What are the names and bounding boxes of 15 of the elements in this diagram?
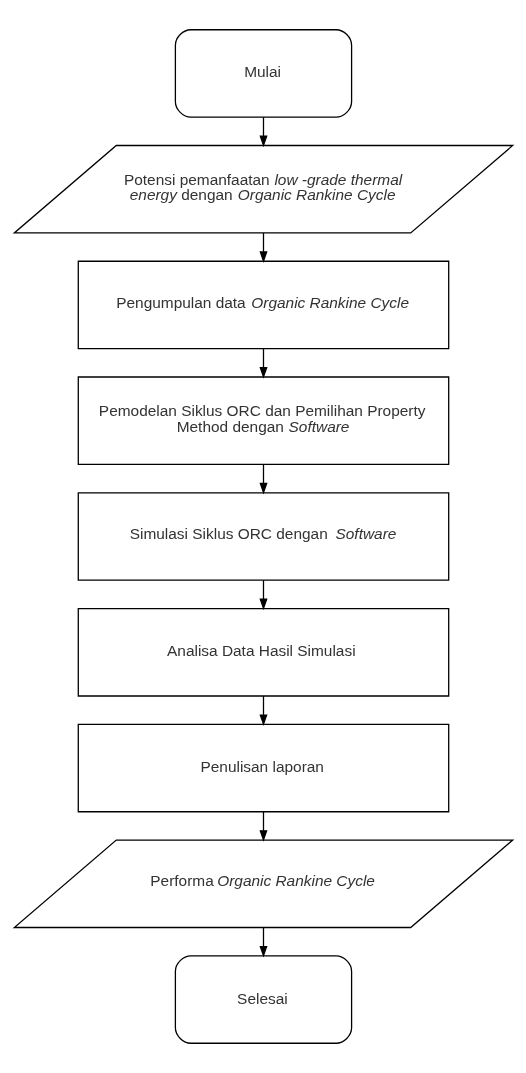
- node-box: Selesai: [174, 955, 352, 1044]
- arrow: [258, 463, 268, 495]
- arrow: [258, 116, 268, 148]
- node-box: Analisa Data Hasil Simulasi: [77, 607, 449, 697]
- arrow: [258, 811, 268, 842]
- node-box: Mulai: [174, 29, 352, 118]
- arrow: [258, 579, 268, 611]
- arrow: [258, 348, 268, 379]
- arrow: [258, 926, 268, 958]
- arrow: [258, 232, 268, 263]
- node-box: Penulisan laporan: [77, 723, 449, 813]
- arrow: [258, 695, 268, 726]
- node-box: Simulasi Siklus ORC dengan Software: [77, 492, 449, 581]
- node-box: Pemodelan Siklus ORC dan Pemilihan Property Method dengan Software: [77, 376, 449, 466]
- node-box: Pengumpulan data Organic Rankine Cycle: [77, 260, 449, 350]
